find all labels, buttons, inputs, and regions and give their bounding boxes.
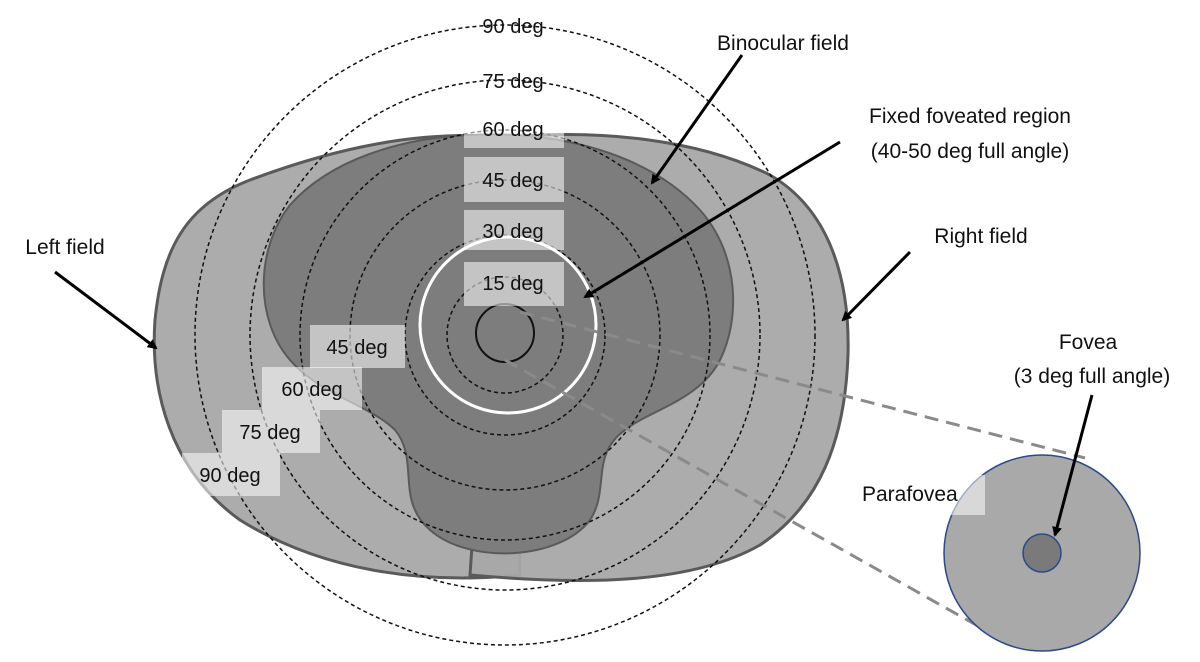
fovea-arrow: [1052, 394, 1094, 537]
ring-label-75-left: 75 deg: [239, 422, 300, 444]
binocular-field-label: Binocular field: [717, 32, 849, 55]
ring-90: [194, 24, 816, 646]
ring-label-15-top: 15 deg: [482, 273, 543, 295]
fovea-circle-large: [1022, 533, 1062, 573]
ring-label-45-top-box: [464, 157, 564, 202]
binocular-field-shape: [262, 133, 735, 555]
ring-label-90-top: 90 deg: [482, 16, 543, 38]
left-field-label: Left field: [25, 236, 104, 259]
fixed-foveated-label-line1: Fixed foveated region: [869, 105, 1071, 128]
ring-label-45-left: 45 deg: [326, 337, 387, 359]
fovea-label-line2: (3 deg full angle): [1014, 365, 1170, 388]
ring-label-30-top-box: [464, 210, 564, 250]
left-field-arrow: [54, 270, 158, 350]
parafovea-label: Parafovea: [862, 483, 958, 506]
ring-75: [249, 79, 761, 591]
top-ring-labels: 90 deg 75 deg 60 deg 45 deg 30 deg 15 de…: [464, 16, 564, 306]
right-field-label: Right field: [934, 225, 1027, 248]
ring-label-15-top-box: [464, 262, 564, 306]
foveated-arrow: [583, 140, 841, 299]
right-field-arrow: [841, 250, 912, 322]
binocular-arrow: [650, 54, 744, 185]
ring-label-30-top: 30 deg: [482, 221, 543, 243]
ring-label-60-left-box: [262, 367, 362, 410]
ring-label-60-left: 60 deg: [281, 379, 342, 401]
ring-label-75-top: 75 deg: [482, 71, 543, 93]
magnify-line-upper: [519, 310, 1086, 460]
ring-60: [299, 129, 711, 541]
fixed-foveated-label-line2: (40-50 deg full angle): [871, 140, 1069, 163]
ring-label-60-top: 60 deg: [482, 119, 543, 141]
ring-label-75-left-box: [222, 410, 320, 453]
magnification-lines: [504, 310, 1086, 632]
ring-label-90-left: 90 deg: [199, 465, 260, 487]
ring-label-45-top: 45 deg: [482, 170, 543, 192]
ring-label-90-left-box: [182, 453, 280, 496]
parafovea-label-box: [855, 475, 985, 515]
ring-15: [446, 276, 564, 394]
left-ring-labels: 45 deg 60 deg 75 deg 90 deg: [182, 325, 405, 496]
ring-label-45-left-box: [310, 325, 405, 368]
magnify-line-lower: [504, 358, 986, 632]
ring-label-60-top-box: [464, 112, 564, 148]
pointer-arrows: [54, 54, 1094, 537]
fovea-label-line1: Fovea: [1059, 331, 1118, 354]
